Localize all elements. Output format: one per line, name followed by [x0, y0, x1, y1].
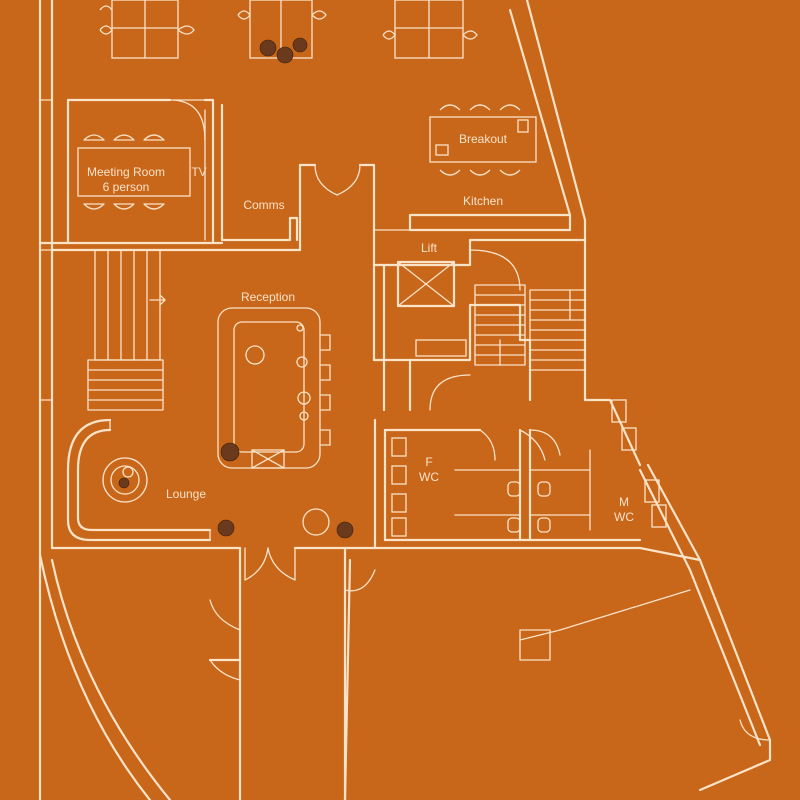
desk-cluster-right [382, 0, 478, 59]
plant-desk-2 [276, 46, 294, 64]
reception-desk [217, 307, 331, 469]
label-female-wc-f: F [425, 455, 432, 469]
plant-lounge [217, 519, 235, 537]
wc-fixtures [391, 339, 667, 537]
lounge-chair [302, 508, 330, 536]
label-male-wc-m: M [619, 495, 629, 509]
label-kitchen: Kitchen [463, 194, 503, 208]
breakout-table [429, 104, 537, 176]
plants [118, 37, 354, 539]
room-labels: Meeting Room 6 person TV Comms Breakout … [87, 132, 634, 524]
plant-desk [259, 39, 277, 57]
plant-entrance [336, 521, 354, 539]
label-tv: TV [191, 165, 206, 179]
label-meeting-capacity: 6 person [103, 180, 150, 194]
label-meeting-room: Meeting Room [87, 165, 165, 179]
plant-lounge-table [118, 477, 130, 489]
label-lounge: Lounge [166, 487, 206, 501]
lounge-sofa [66, 418, 212, 542]
label-male-wc: WC [614, 510, 634, 524]
desk-cluster-left [99, 0, 195, 59]
meeting-table [77, 134, 191, 210]
label-reception: Reception [241, 290, 295, 304]
label-comms: Comms [243, 198, 284, 212]
plant-reception [220, 442, 240, 462]
label-lift: Lift [421, 241, 438, 255]
interior-walls [38, 98, 691, 800]
outer-walls [38, 0, 772, 800]
label-breakout: Breakout [459, 132, 508, 146]
doors [169, 99, 771, 741]
stairs-left [87, 249, 166, 411]
stairs-core [474, 284, 586, 371]
label-female-wc: WC [419, 470, 439, 484]
plant-desk-3 [292, 37, 308, 53]
lift-shaft [396, 260, 456, 308]
